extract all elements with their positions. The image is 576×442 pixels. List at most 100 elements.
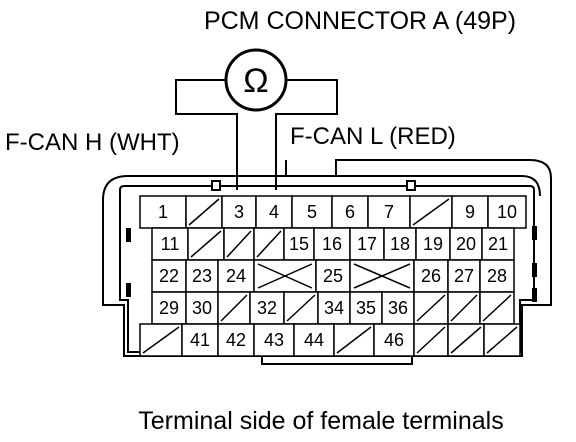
terminal-number: 36 xyxy=(388,298,408,318)
terminal-cell-border xyxy=(383,227,417,261)
terminal-cell-border xyxy=(181,323,219,357)
terminal-number: 21 xyxy=(488,234,508,254)
terminal-cell: 7 xyxy=(367,195,411,229)
probe-label-left: F-CAN H (WHT) xyxy=(5,129,180,156)
terminal-cell-border xyxy=(291,195,333,229)
terminal-cell: 23 xyxy=(185,259,219,293)
terminal-cell-empty xyxy=(447,323,485,357)
terminal-cell: 16 xyxy=(313,227,351,261)
terminal-cell: 3 xyxy=(221,195,257,229)
terminal-cell: 29 xyxy=(151,291,187,325)
terminal-cross-line xyxy=(257,263,313,289)
terminal-cell: 4 xyxy=(255,195,293,229)
terminal-number: 10 xyxy=(497,202,517,222)
terminal-cell: 24 xyxy=(217,259,255,293)
terminal-number: 20 xyxy=(456,234,476,254)
terminal-cell-crossed xyxy=(253,259,317,293)
ohmmeter-icon: Ω xyxy=(224,48,288,112)
terminal-number: 3 xyxy=(234,202,244,222)
terminal-number: 25 xyxy=(323,266,343,286)
terminal-cell: 6 xyxy=(331,195,369,229)
terminal-number: 16 xyxy=(322,234,342,254)
terminal-cell: 36 xyxy=(381,291,415,325)
terminal-unused-slash xyxy=(188,198,220,226)
terminal-cell-border xyxy=(367,195,411,229)
terminal-cell: 18 xyxy=(383,227,417,261)
terminal-cell: 22 xyxy=(151,259,187,293)
terminal-cell-empty xyxy=(187,227,225,261)
terminal-cell: 35 xyxy=(349,291,383,325)
terminal-number: 28 xyxy=(487,266,507,286)
terminal-cell: 15 xyxy=(283,227,315,261)
terminal-cell: 34 xyxy=(317,291,351,325)
terminal-cell: 27 xyxy=(447,259,481,293)
terminal-cell-border xyxy=(151,259,187,293)
terminal-unused-slash xyxy=(416,326,446,354)
terminal-cell: 9 xyxy=(451,195,489,229)
terminal-number: 30 xyxy=(192,298,212,318)
terminal-number: 17 xyxy=(357,234,377,254)
terminal-cell-border xyxy=(487,195,527,229)
terminal-number: 5 xyxy=(307,202,317,222)
terminal-number: 34 xyxy=(324,298,344,318)
terminal-cell-empty xyxy=(253,227,285,261)
terminal-number: 15 xyxy=(289,234,309,254)
terminal-cell-empty xyxy=(447,291,481,325)
terminal-cell: 32 xyxy=(249,291,285,325)
terminal-number: 43 xyxy=(264,330,284,350)
terminal-unused-slash xyxy=(226,230,252,258)
terminal-unused-slash xyxy=(286,294,316,322)
terminal-unused-slash xyxy=(486,326,518,354)
terminal-number: 18 xyxy=(390,234,410,254)
terminal-cell: 41 xyxy=(181,323,219,357)
terminal-number: 19 xyxy=(423,234,443,254)
terminal-number: 7 xyxy=(384,202,394,222)
terminal-unused-slash xyxy=(450,294,478,322)
terminal-number: 6 xyxy=(345,202,355,222)
terminal-cell-crossed xyxy=(349,259,415,293)
terminal-cell-border xyxy=(315,259,351,293)
terminal-cell-empty xyxy=(413,291,449,325)
terminal-cell-empty xyxy=(185,195,223,229)
terminal-cell-empty xyxy=(283,291,319,325)
probe-label-right: F-CAN L (RED) xyxy=(290,123,456,150)
side-keys xyxy=(126,226,537,302)
diagram-caption: Terminal side of female terminals xyxy=(138,407,503,435)
terminal-unused-slash xyxy=(416,294,446,322)
terminal-cell-empty xyxy=(333,323,375,357)
terminal-cell: 46 xyxy=(373,323,415,357)
terminal-number: 46 xyxy=(384,330,404,350)
ohm-symbol: Ω xyxy=(243,62,268,100)
terminal-cell: 42 xyxy=(217,323,255,357)
probe-wires xyxy=(175,79,338,190)
terminal-unused-slash xyxy=(450,326,482,354)
terminal-cell: 43 xyxy=(253,323,295,357)
terminal-cell-border xyxy=(283,227,315,261)
terminal-cell: 5 xyxy=(291,195,333,229)
terminal-cell-empty xyxy=(223,227,255,261)
terminal-cell: 1 xyxy=(139,195,187,229)
terminal-unused-slash xyxy=(142,326,180,354)
terminal-cell-border xyxy=(373,323,415,357)
terminal-unused-slash xyxy=(336,326,372,354)
terminal-cell-empty xyxy=(479,291,515,325)
terminal-number: 11 xyxy=(161,234,180,254)
terminal-cell: 26 xyxy=(413,259,449,293)
terminal-cell-empty xyxy=(217,291,251,325)
terminal-cell-empty xyxy=(483,323,521,357)
terminal-cell-empty xyxy=(409,195,453,229)
terminal-cell-border xyxy=(479,259,515,293)
terminal-unused-slash xyxy=(220,294,248,322)
terminal-number: 42 xyxy=(226,330,246,350)
terminal-number: 44 xyxy=(304,330,324,350)
terminal-cell: 11 xyxy=(151,227,189,261)
terminal-number: 32 xyxy=(257,298,277,318)
terminal-cell: 28 xyxy=(479,259,515,293)
terminal-cell: 17 xyxy=(349,227,385,261)
terminal-number: 41 xyxy=(190,330,210,350)
terminal-number: 27 xyxy=(454,266,474,286)
terminal-cell: 44 xyxy=(293,323,335,357)
terminal-number: 23 xyxy=(192,266,212,286)
